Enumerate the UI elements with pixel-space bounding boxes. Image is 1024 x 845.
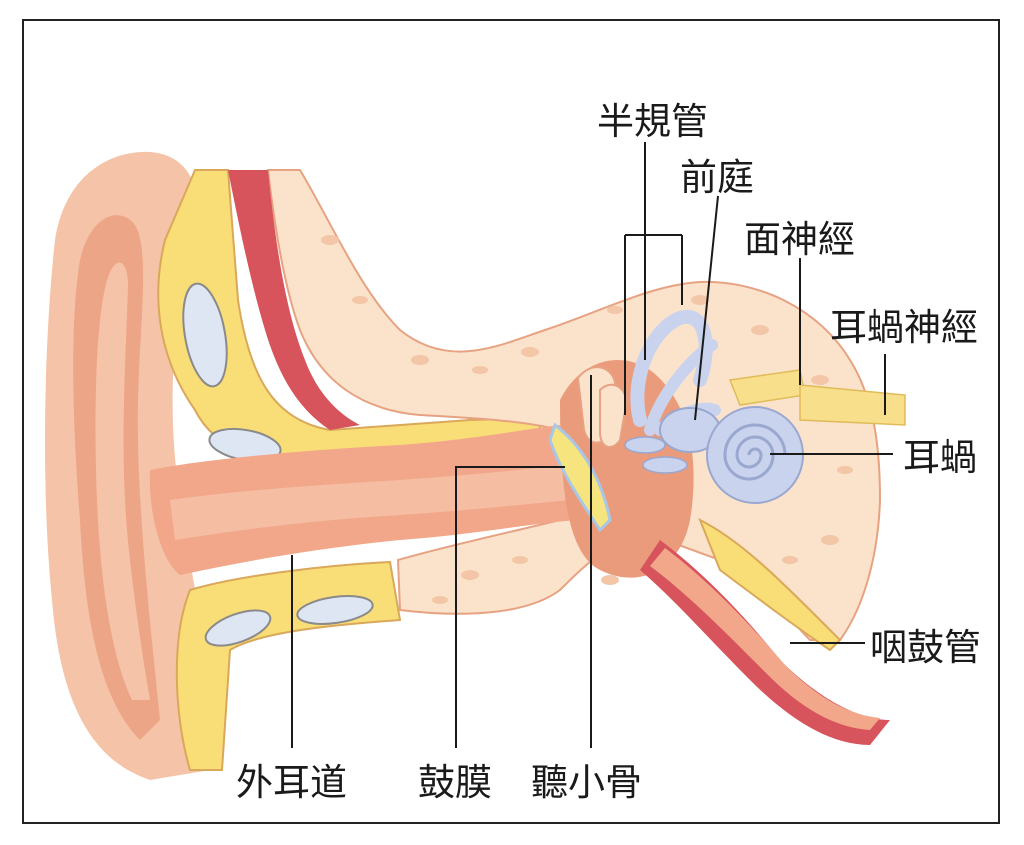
label-semicircular-canals: 半規管 (597, 100, 708, 143)
nerves (728, 369, 906, 426)
small-canals (624, 436, 688, 474)
eustachian-tube (640, 517, 890, 745)
label-facial-nerve: 面神經 (744, 218, 855, 261)
leader-lines (291, 142, 893, 748)
label-vestibule: 前庭 (680, 156, 754, 199)
label-eardrum: 鼓膜 (418, 761, 492, 804)
label-cochlear-nerve: 耳蝸神經 (830, 306, 978, 349)
label-ossicles: 聽小骨 (531, 761, 642, 804)
label-ear-canal: 外耳道 (236, 761, 347, 804)
label-cochlea: 耳蝸 (903, 436, 977, 479)
eardrum (548, 422, 612, 533)
ossicles (576, 366, 628, 448)
cartilage (157, 169, 541, 771)
muscle-upper (228, 170, 360, 430)
ear-canal (149, 425, 575, 575)
label-eustachian-tube: 咽鼓管 (870, 626, 981, 669)
